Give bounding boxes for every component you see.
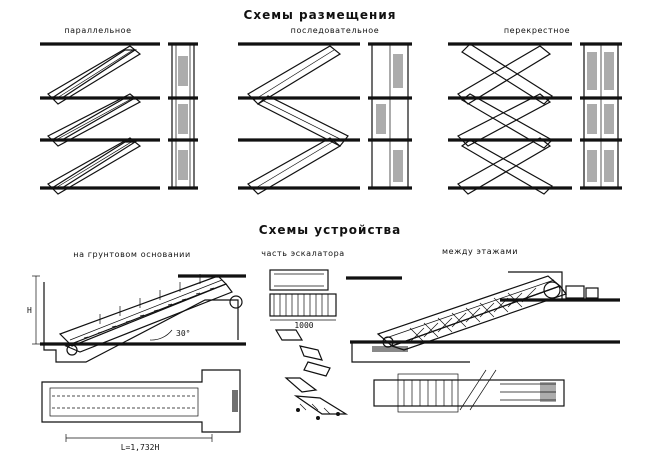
span-dimension: 1000 — [294, 321, 313, 330]
escalator-band — [247, 45, 342, 105]
angle-annotation: 30° — [176, 329, 190, 338]
escalator-band — [460, 139, 553, 195]
ground-foundation-label: на грунтовом основании — [73, 250, 191, 259]
escalator-part-drawings — [269, 269, 349, 420]
escalator-band — [457, 137, 552, 195]
length-dimension: L=1,732H — [121, 443, 160, 452]
sequential-scheme-section — [368, 42, 412, 190]
escalator-band — [456, 93, 552, 147]
parallel-scheme-section — [168, 42, 198, 190]
escalator-band — [460, 93, 553, 149]
tension-wheel-icon — [66, 344, 78, 356]
ground-foundation-elevation — [32, 274, 246, 363]
escalator-band — [247, 137, 342, 195]
roller-icon — [336, 412, 340, 416]
escalator-band — [461, 43, 553, 105]
drive-wheel-icon — [543, 281, 561, 299]
crossing-scheme-elevation — [448, 42, 572, 195]
height-dimension: Н — [27, 306, 32, 315]
between-floors-elevation — [346, 271, 620, 363]
escalator-band — [256, 95, 349, 147]
crossing-scheme-section — [580, 42, 622, 190]
placement-schemes-title: Схемы размещения — [244, 8, 397, 22]
escalator-band — [47, 137, 142, 195]
roller-icon — [316, 416, 320, 420]
escalator-band — [46, 93, 142, 147]
escalator-part-label: часть эскалатора — [261, 249, 345, 258]
construction-schemes-title: Схемы устройства — [259, 223, 401, 237]
between-floors-label: между этажами — [442, 247, 518, 256]
drive-wheel-icon — [229, 295, 243, 309]
ground-foundation-plan — [41, 369, 241, 442]
sequential-scheme-elevation — [238, 42, 360, 195]
crossing-label: перекрестное — [504, 26, 570, 35]
escalator-band — [47, 45, 142, 105]
roller-icon — [296, 408, 300, 412]
parallel-label: параллельное — [64, 26, 131, 35]
parallel-scheme-elevation — [40, 42, 160, 195]
escalator-band — [457, 45, 552, 105]
between-floors-plan — [373, 369, 565, 413]
sequential-label: последовательное — [291, 26, 380, 35]
